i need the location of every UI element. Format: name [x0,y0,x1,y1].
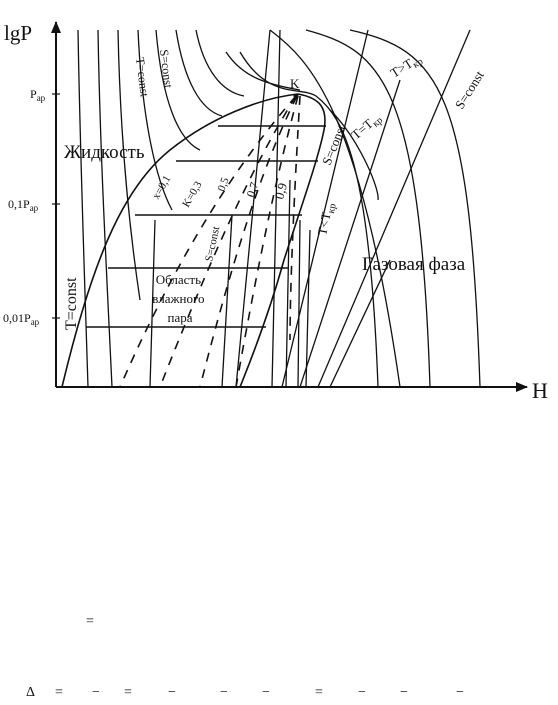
t-lt-tkr-label: T<Tкр [314,201,338,237]
isentropes [149,29,471,388]
y-axis-label: lgP [4,21,32,45]
isotherms [77,29,481,388]
delta-symbol: Δ [26,685,36,700]
s-const-right-label: S=const [452,68,487,112]
s-const-dome-label: S=const [203,225,222,262]
saturation-dome [61,93,326,388]
quality-x05-label: 0,5 [216,176,232,193]
quality-x09-label: 0,9 [271,181,290,201]
tick-label-par: Pap [30,87,46,103]
op-1: − [92,685,100,700]
t-const-top-label: T=const [133,57,152,99]
x-axis-label: H [532,378,548,403]
equals-sign: = [86,614,94,629]
op-0: = [55,685,63,700]
wet-steam-label: Область влажного пара [152,272,207,325]
gas-phase-label: Газовая фаза [362,254,466,275]
s-const-mid-label: S=const [319,122,349,167]
op-3: − [168,685,176,700]
quality-x01-label: x=0,1 [150,173,173,201]
lgp-h-diagram: K lgP H Pap 0,1Pap 0,01Pap Жидкость Газо… [3,21,548,403]
s-const-top-label: S=const [157,49,176,90]
quality-x07-label: 0,7 [244,180,262,199]
liquid-label: Жидкость [64,142,145,163]
op-6: = [315,685,323,700]
tick-label-01par: 0,1Pap [8,197,39,213]
t-const-left-label: T=const [63,277,80,330]
op-5: − [262,685,270,700]
critical-point-label: K [290,76,300,91]
critical-point-marker [293,93,299,99]
tick-label-001par: 0,01Pap [3,311,40,327]
op-7: − [358,685,366,700]
op-2: = [124,685,132,700]
quality-x03-label: K=0,3 [180,179,205,210]
op-4: − [220,685,228,700]
op-9: − [456,685,464,700]
t-gt-tkr-label: T>Tкр [388,50,426,83]
op-8: − [400,685,408,700]
